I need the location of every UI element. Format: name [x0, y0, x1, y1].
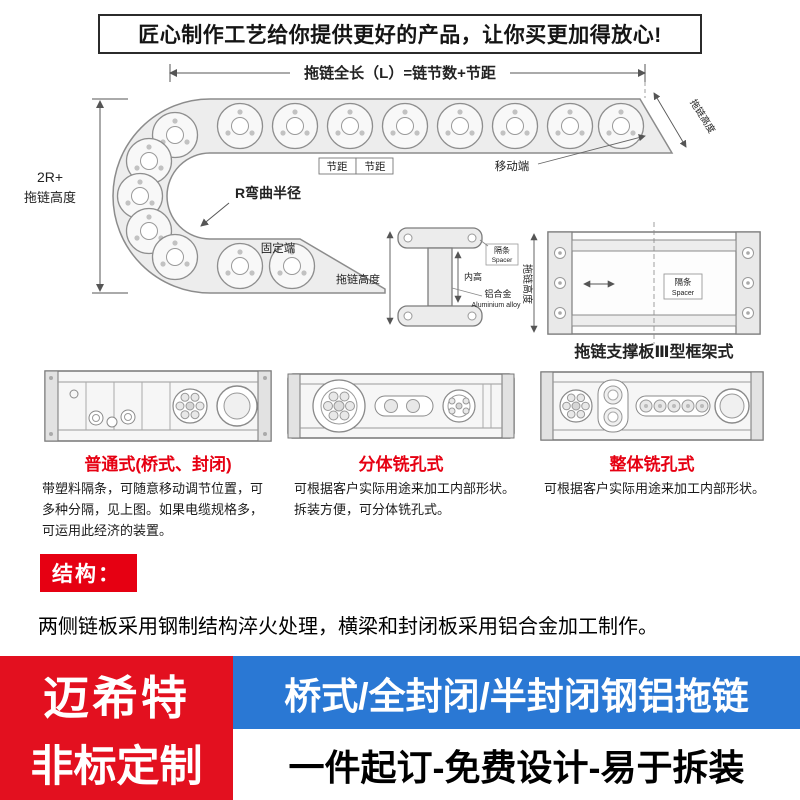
chain-body [112, 98, 674, 294]
left-dim-line1: 2R+ [37, 169, 63, 185]
left-dim-line2: 拖链高度 [24, 190, 76, 205]
aluminium-label-cn: 铝合金 [484, 288, 511, 299]
drag-chain-diagram: 拖链全长（L）=链节数+节距 2R+ 拖链高度 R弯曲半径 节距 节距 移动端 … [24, 64, 761, 361]
product-name-normal-type: 普通式(桥式、封闭) [84, 455, 232, 474]
brand-banner: 迈希特 非标定制 [0, 656, 233, 800]
product-category-banner: 桥式/全封闭/半封闭钢铝拖链 [233, 656, 800, 729]
frame-spacer-label-en: Spacer [672, 290, 695, 297]
brand-subtitle: 非标定制 [30, 743, 203, 791]
product-image-integral-milled [540, 371, 764, 441]
total-length-label: 拖链全长（L）=链节数+节距 [304, 64, 496, 82]
section-height-label: 拖链高度 [336, 272, 380, 286]
structure-body-text: 两侧链板采用钢制结构淬火处理，横梁和封闭板采用铝合金加工制作。 [38, 616, 658, 638]
moving-end-label: 移动端 [495, 160, 530, 173]
inner-height-label: 内高 [464, 271, 482, 282]
brand-name: 迈希特 [43, 672, 190, 724]
frame-spacer-label-cn: 隔条 [674, 277, 692, 287]
structure-heading-badge: 结构： [40, 554, 137, 592]
slogan-banner: 匠心制作工艺给你提供更好的产品，让你买更加得放心! [98, 14, 702, 54]
product-image-split-milled [287, 373, 515, 439]
product-desc-split-milled: 可根据客户实际用途来加工内部形状。拆装方便，可分体铣孔式。 [294, 481, 516, 517]
fixed-end-label: 固定端 [261, 241, 296, 255]
pitch-label-1: 节距 [327, 161, 348, 173]
moving-end-height-label: 拖链高度 [687, 97, 718, 136]
slogan-text: 匠心制作工艺给你提供更好的产品，让你买更加得放心! [138, 24, 662, 47]
product-name-integral-milled: 整体铣孔式 [609, 455, 695, 474]
aluminium-label-en: Aluminium alloy [471, 302, 521, 309]
pitch-label-2: 节距 [365, 161, 386, 173]
structure-heading-text: 结构： [52, 563, 121, 586]
bend-radius-label: R弯曲半径 [235, 185, 301, 201]
product-desc-integral-milled: 可根据客户实际用途来加工内部形状。 [544, 481, 766, 496]
frame-height-label: 拖链高度 [521, 264, 534, 304]
product-name-split-milled: 分体铣孔式 [358, 455, 444, 474]
product-image-normal-type [44, 370, 272, 442]
spacer-label-en: Spacer [492, 257, 513, 264]
spacer-label-cn: 隔条 [494, 245, 510, 255]
frame-caption: 拖链支撑板Ⅲ型框架式 [574, 342, 733, 361]
product-desc-normal-type: 带塑料隔条，可随意移动调节位置，可多种分隔，见上图。如果电缆规格多，可运用此经济… [42, 481, 264, 538]
service-promise-banner: 一件起订-免费设计-易于拆装 [233, 729, 800, 800]
